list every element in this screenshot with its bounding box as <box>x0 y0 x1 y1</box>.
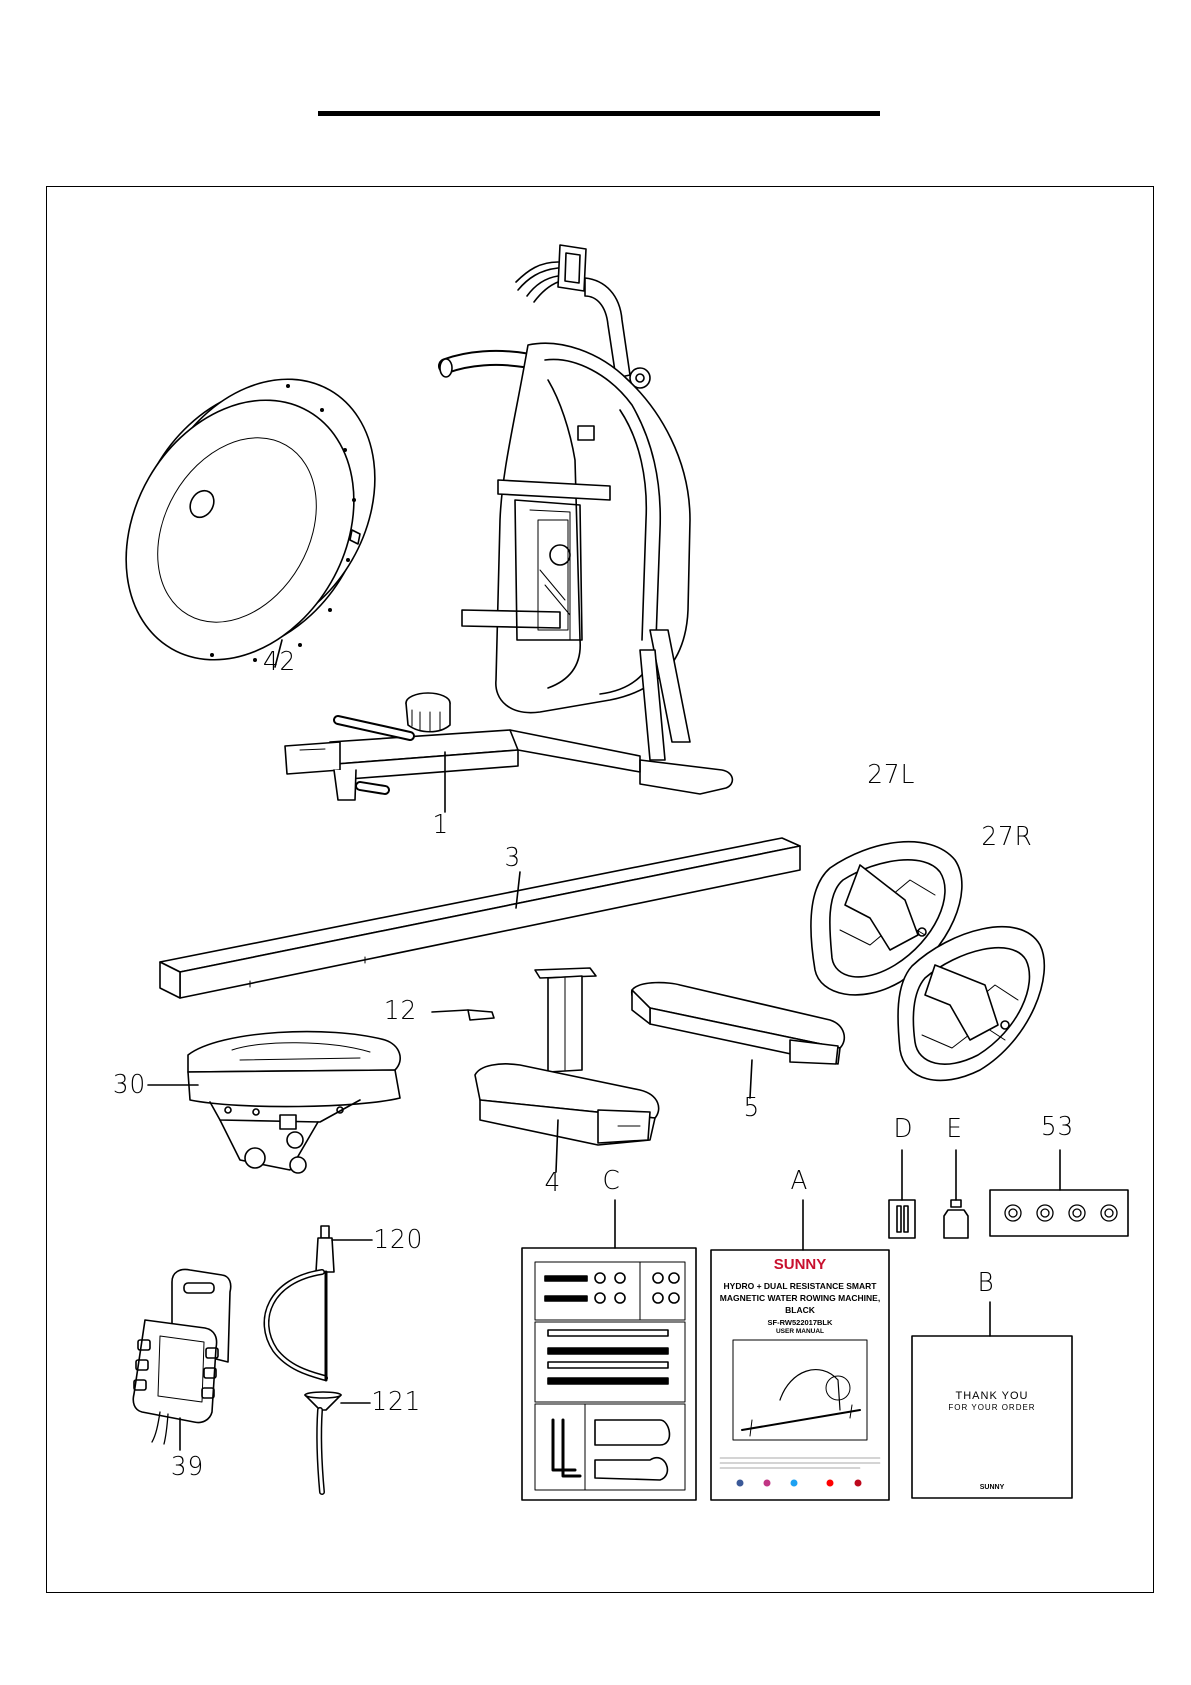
label-part-121: 121 <box>371 1387 421 1417</box>
water-pump-part <box>266 1226 372 1380</box>
thank-you-brand-logo: SUNNY <box>912 1484 1072 1491</box>
console-monitor-part <box>133 1270 230 1451</box>
label-part-12: 12 <box>384 996 417 1026</box>
label-part-30: 30 <box>113 1070 146 1100</box>
label-part-5: 5 <box>743 1093 760 1123</box>
label-part-e: E <box>946 1114 963 1144</box>
rear-stabilizer-part <box>632 983 845 1098</box>
manual-subtitle: USER MANUAL <box>711 1328 889 1335</box>
manual-title-line-2: MAGNETIC WATER ROWING MACHINE, <box>711 1293 889 1303</box>
user-manual-a <box>711 1200 889 1500</box>
label-part-39: 39 <box>171 1452 204 1482</box>
bracket-part <box>432 1010 494 1020</box>
bottle-e-part <box>944 1150 968 1238</box>
label-part-27r: 27R <box>981 822 1032 852</box>
label-part-42: 42 <box>263 647 296 677</box>
label-part-d: D <box>894 1114 914 1144</box>
water-tank-cover-part <box>81 338 420 701</box>
manual-title-line-3: BLACK <box>711 1305 889 1315</box>
funnel-part <box>305 1392 370 1492</box>
hardware-bag-d-part <box>889 1150 915 1238</box>
label-part-53: 53 <box>1041 1112 1074 1142</box>
manual-model-number: SF-RW522017BLK <box>711 1318 889 1327</box>
label-part-120: 120 <box>373 1225 423 1255</box>
manual-brand-logo: SUNNY <box>711 1256 889 1273</box>
manual-title-line-1: HYDRO + DUAL RESISTANCE SMART <box>711 1281 889 1291</box>
front-stabilizer-part <box>475 968 659 1172</box>
thank-you-line-2: FOR YOUR ORDER <box>912 1403 1072 1412</box>
label-part-27l: 27L <box>867 760 915 790</box>
label-part-4: 4 <box>544 1168 561 1198</box>
hardware-package-card-c <box>522 1200 696 1500</box>
seat-part <box>148 1032 400 1173</box>
label-part-b: B <box>977 1268 994 1298</box>
washer-set-53-part <box>990 1150 1128 1236</box>
label-part-1: 1 <box>432 810 449 840</box>
label-part-3: 3 <box>504 843 521 873</box>
rail-part <box>160 838 800 998</box>
label-part-a: A <box>790 1166 808 1196</box>
label-part-c: C <box>602 1166 620 1196</box>
thank-you-line-1: THANK YOU <box>912 1390 1072 1402</box>
